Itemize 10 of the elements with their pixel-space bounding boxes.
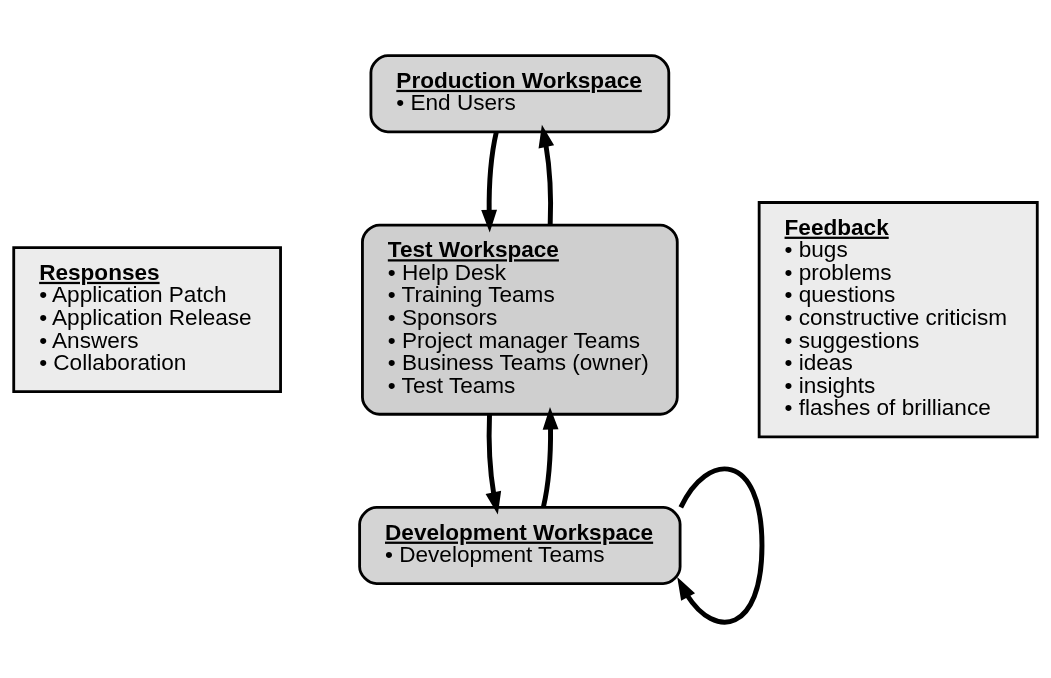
arrow xyxy=(677,466,765,625)
arrow xyxy=(538,124,555,226)
arrow xyxy=(540,406,559,508)
node-box: Feedback • bugs • problems • questions • constructive criticism • suggestions • ideas • insights • flashes of brilliance xyxy=(757,201,1039,439)
node-box: Production Workspace • End Users xyxy=(369,54,671,134)
node-box: Development Workspace • Development Teams xyxy=(358,506,682,586)
arrow xyxy=(481,131,499,233)
node-box: Responses • Application Patch • Application Release • Answers • Collaboration xyxy=(12,246,282,394)
arrow xyxy=(485,414,502,515)
node-box: Test Workspace • Help Desk • Training Teams • Sponsors • Project manager Teams • Business Teams (owner) • Test Teams xyxy=(361,223,679,416)
